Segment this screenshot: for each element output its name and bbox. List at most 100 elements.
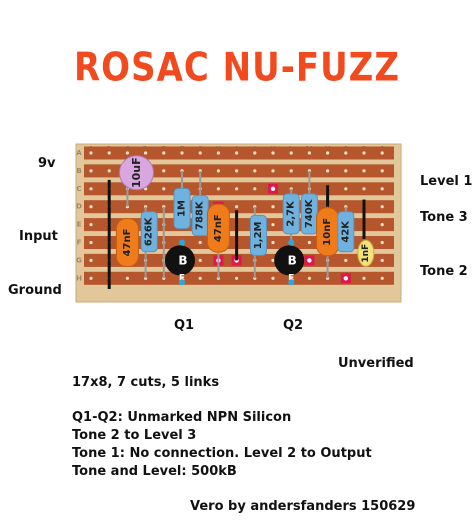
resistor-2-7k: [282, 193, 300, 235]
hole: [144, 151, 148, 155]
hole: [235, 187, 239, 191]
transistor-q2-e-label: E: [288, 273, 294, 283]
hole: [362, 187, 366, 191]
hole: [289, 169, 293, 173]
resistor-1-2m: [249, 214, 267, 256]
label-q1: Q1: [174, 318, 195, 333]
hole: [89, 169, 93, 173]
hole: [125, 151, 129, 155]
hole: [89, 240, 93, 245]
hole: [271, 169, 275, 173]
row-label: A: [76, 149, 82, 157]
hole: [362, 151, 366, 155]
note-tone1: Tone 1: No connection. Level 2 to Output: [72, 446, 372, 461]
hole: [380, 169, 384, 173]
hole: [253, 151, 257, 155]
hole: [198, 276, 202, 280]
copper-strip: [84, 200, 394, 214]
hole: [344, 169, 348, 173]
note-credit: Vero by andersfanders 150629: [190, 499, 416, 514]
copper-strip: [84, 164, 394, 178]
hole: [271, 151, 275, 155]
label-input: Input: [19, 229, 58, 244]
note-summary: 17x8, 7 cuts, 5 links: [72, 375, 220, 390]
resistor-42k: [337, 211, 355, 253]
row-label: H: [76, 274, 82, 282]
hole: [180, 276, 184, 280]
copper-strip: [84, 271, 394, 285]
hole: [307, 151, 311, 155]
resistor-1m-label: 1M: [177, 200, 188, 217]
hole: [198, 258, 202, 262]
hole: [162, 169, 166, 173]
hole: [380, 187, 384, 191]
transistor-q1-lead-c: [179, 239, 185, 246]
capacitor-1nf-label: 1nF: [361, 244, 371, 263]
hole: [253, 169, 257, 173]
hole: [162, 187, 166, 191]
note-tone2: Tone 2 to Level 3: [72, 428, 197, 443]
hole: [216, 169, 220, 173]
hole: [344, 258, 348, 262]
row-label: B: [76, 167, 81, 175]
hole: [307, 276, 311, 280]
hole: [125, 276, 129, 280]
label-q2: Q2: [283, 318, 304, 333]
hole: [253, 187, 257, 191]
note-unverified: Unverified: [338, 356, 414, 371]
transistor-q1-lead-e: [179, 279, 185, 286]
hole: [89, 151, 93, 155]
note-pots: Tone and Level: 500kB: [72, 464, 237, 479]
row-label: G: [76, 256, 82, 264]
capacitor-10uf: [119, 155, 154, 191]
page-title: ROSAC NU-FUZZ: [74, 45, 400, 91]
hole: [216, 151, 220, 155]
hole: [380, 205, 384, 209]
hole: [271, 205, 275, 209]
transistor-q2: [274, 245, 305, 276]
hole: [380, 223, 384, 227]
hole: [216, 187, 220, 191]
capacitor-47nf-b: [206, 203, 230, 253]
hole: [307, 240, 311, 245]
capacitor-47nf-a-label: 47nF: [122, 229, 133, 257]
hole: [344, 187, 348, 191]
capacitor-10uf-label: 10uF: [130, 157, 143, 188]
hole: [180, 151, 184, 155]
hole: [380, 258, 384, 262]
hole: [89, 205, 93, 209]
hole: [235, 151, 239, 155]
hole: [326, 169, 330, 173]
cut-hole: [343, 276, 348, 281]
hole: [271, 276, 275, 280]
capacitor-10nf-label: 10nF: [322, 218, 333, 246]
label-level-1: Level 1: [420, 174, 473, 189]
transistor-q1-b-label: B: [178, 253, 187, 267]
hole: [162, 151, 166, 155]
capacitor-47nf-a: [115, 218, 139, 267]
hole: [344, 151, 348, 155]
label-tone-3: Tone 3: [420, 210, 468, 225]
capacitor-47nf-b-label: 47nF: [213, 214, 224, 242]
hole: [89, 276, 93, 280]
row-label: C: [76, 185, 81, 193]
hole: [107, 151, 111, 155]
row-label: E: [77, 221, 82, 229]
hole: [271, 223, 275, 227]
cut-hole: [307, 258, 312, 263]
copper-strip: [84, 182, 394, 196]
cut-hole: [270, 186, 276, 191]
hole: [198, 240, 202, 245]
resistor-626k-label: 626K: [144, 216, 155, 246]
hole: [89, 187, 93, 191]
hole: [289, 151, 293, 155]
capacitor-1nf: [357, 239, 375, 267]
resistor-740k-label: 740K: [304, 198, 315, 228]
hole: [235, 169, 239, 173]
hole: [380, 240, 384, 245]
label-9v: 9v: [38, 156, 56, 171]
resistor-2-7k-label: 2,7K: [286, 200, 297, 227]
hole: [289, 276, 293, 280]
hole: [326, 151, 330, 155]
row-label: F: [77, 239, 82, 247]
